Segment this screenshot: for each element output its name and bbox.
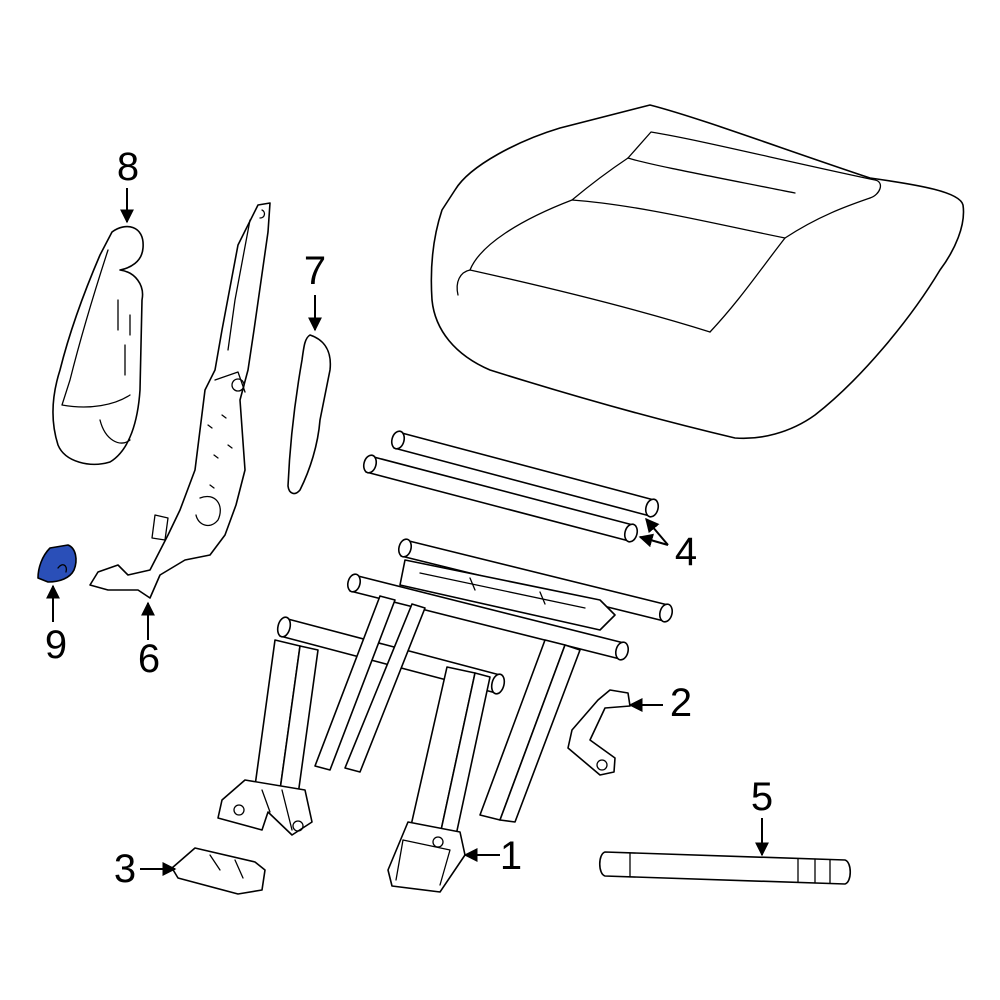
callout-8: 8 xyxy=(117,145,139,189)
callout-7: 7 xyxy=(304,249,326,293)
recliner-bracket-part-6[interactable] xyxy=(89,202,271,599)
callout-9: 9 xyxy=(45,623,67,667)
side-shield-part-8[interactable] xyxy=(52,225,144,466)
callout-4: 4 xyxy=(675,530,697,574)
callout-3: 3 xyxy=(114,847,136,891)
seat-cushion[interactable] xyxy=(430,104,965,440)
panel-part-7[interactable] xyxy=(287,334,332,495)
leader-lines xyxy=(46,188,769,876)
callout-1: 1 xyxy=(500,834,522,878)
callout-2: 2 xyxy=(670,681,692,725)
callout-labels: 8 7 6 9 4 2 1 3 5 xyxy=(45,145,773,891)
bracket-part-2[interactable] xyxy=(567,689,631,776)
callout-6: 6 xyxy=(138,637,160,681)
rods[interactable] xyxy=(362,430,660,543)
rod-part-5[interactable] xyxy=(598,851,852,885)
callout-5: 5 xyxy=(751,775,773,819)
cap-part-9[interactable] xyxy=(37,544,77,583)
seat-frame[interactable] xyxy=(217,538,674,893)
pad-part-3[interactable] xyxy=(171,847,266,895)
